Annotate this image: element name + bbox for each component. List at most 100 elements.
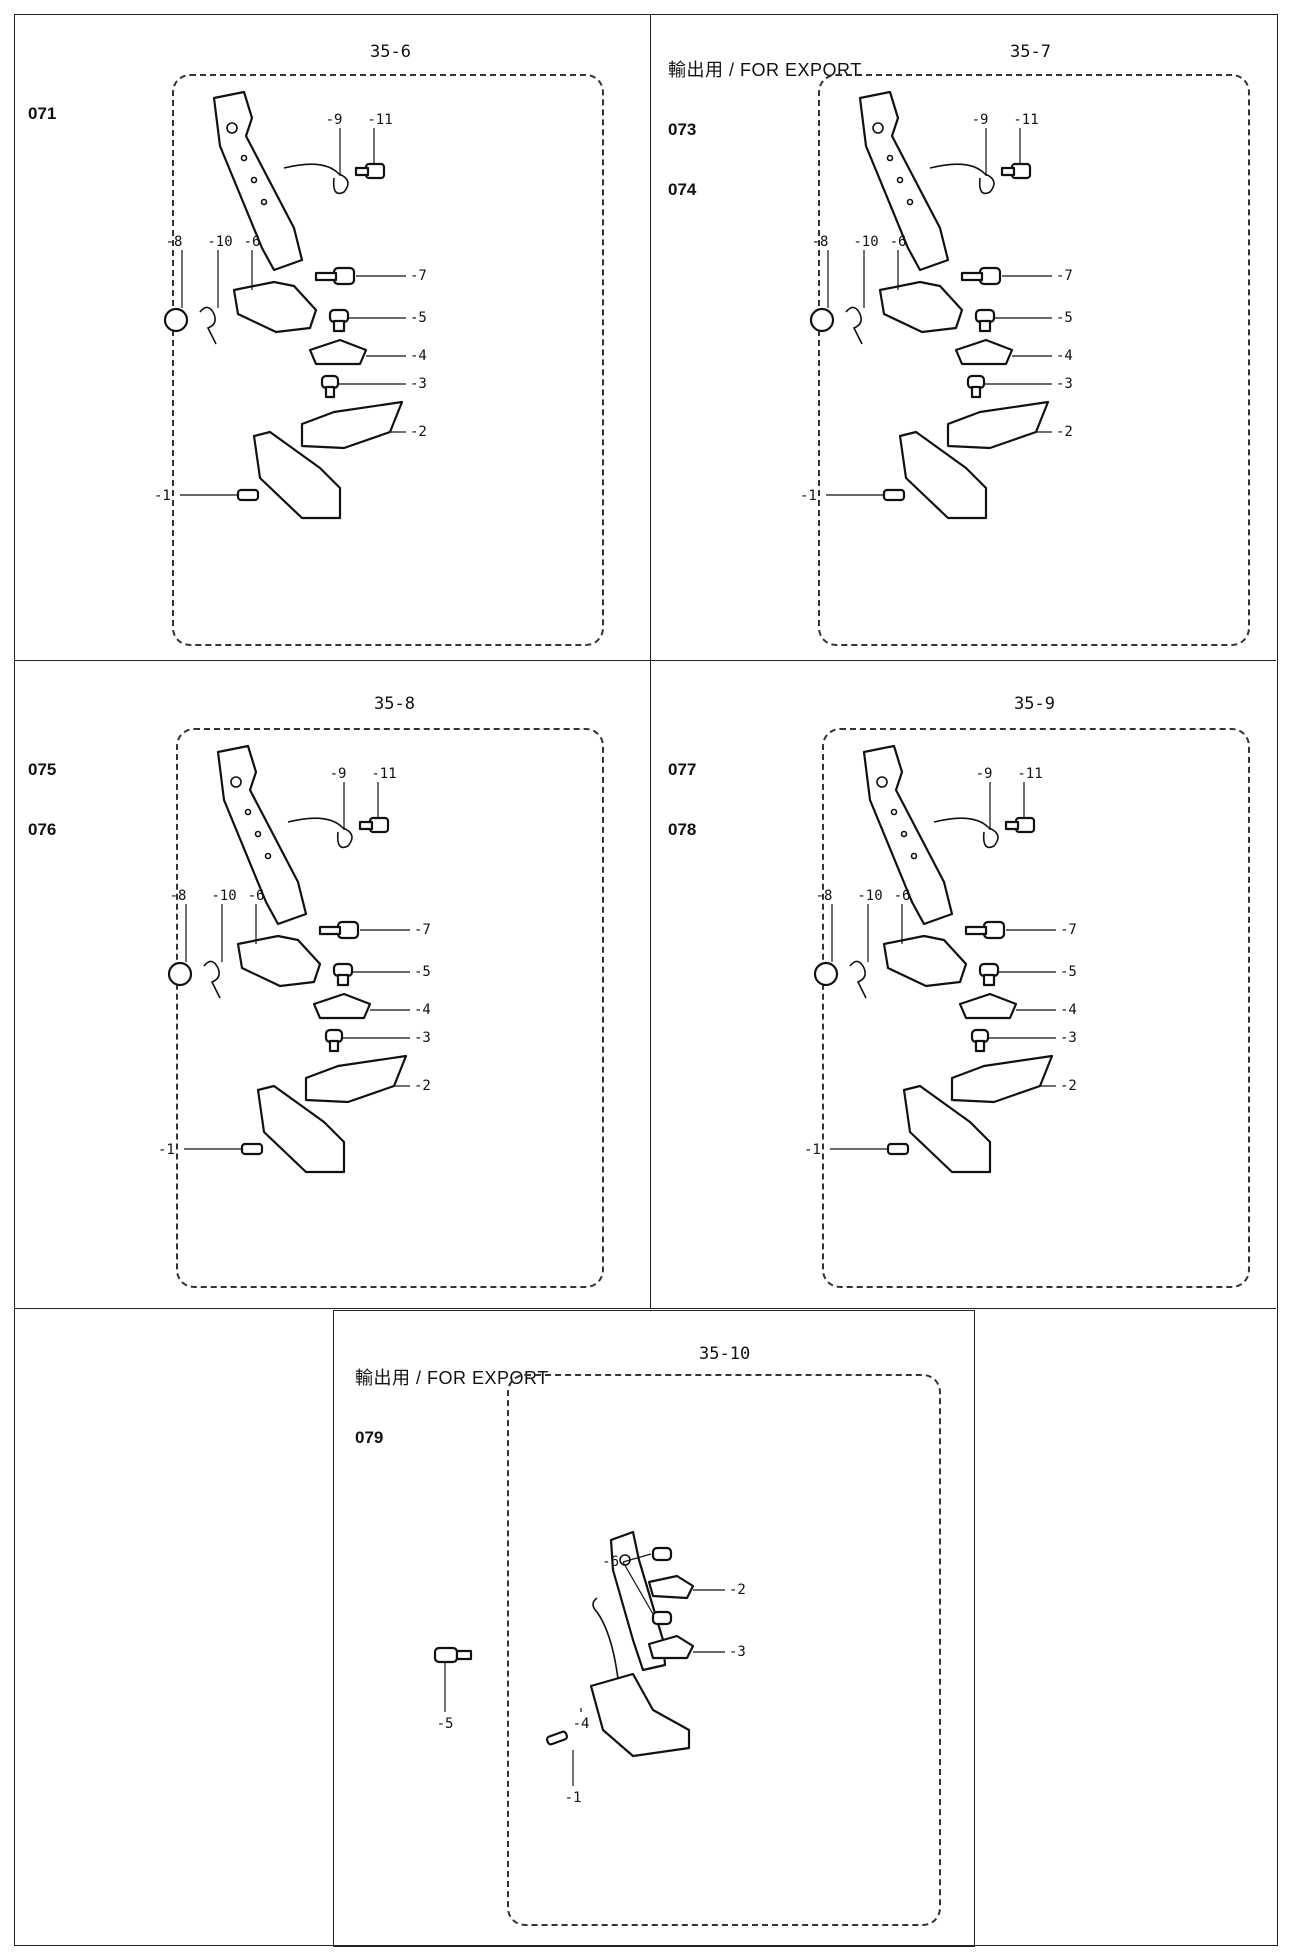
part-callout-label: -10: [211, 888, 236, 904]
screw-5-thread: [982, 973, 996, 987]
part-callout-label: -5: [414, 964, 431, 980]
assembly-group: -9-11-8-10-6-7-5-4-3-2-1: [158, 744, 431, 1174]
screw-7-thread: [318, 925, 342, 936]
part-callout-label: -11: [371, 766, 396, 782]
figure-number: 35-9: [1014, 694, 1055, 714]
blade-2: [300, 400, 404, 450]
screw-3-thread: [328, 1039, 340, 1053]
model-number: 075: [28, 760, 57, 779]
screw-3-thread: [324, 385, 336, 399]
part-callout-label: -3: [729, 1644, 746, 1660]
screw-7-thread: [960, 271, 984, 282]
model-number: 078: [668, 820, 697, 839]
model-number: 073: [668, 120, 697, 139]
part-callout-label: -7: [414, 922, 431, 938]
part-callout-label: -1: [158, 1142, 175, 1158]
leader-line: [622, 1553, 652, 1563]
plate-4: [954, 338, 1014, 366]
screw-7-thread: [314, 271, 338, 282]
part-callout-label: -6: [890, 234, 907, 250]
nut-8: [163, 307, 189, 333]
bottom-box: [333, 1310, 975, 1947]
assembly-group: -6-2-3-5-4-1: [433, 1530, 746, 1806]
part-callout-label: -4: [410, 348, 427, 364]
exploded-parts-drawing: -9-11-8-10-6-7-5-4-3-2-1: [158, 744, 431, 1174]
plate-4: [312, 992, 372, 1020]
part-callout-label: -5: [1060, 964, 1077, 980]
screw-11-thread: [1004, 820, 1020, 831]
divider-row-2: [14, 1308, 1276, 1309]
pin-1: [886, 1142, 910, 1156]
part-callout-label: -6: [894, 888, 911, 904]
arm-hole: [240, 154, 248, 162]
panel-5: 輸出用 / FOR EXPORT 079 35-10 -6-2-3-5-4-1: [333, 1310, 973, 1945]
panel-3: 075 076 35-8 -9-11-8-10-6-7-5-4-3-2-1: [14, 660, 650, 1308]
pin-1: [545, 1730, 569, 1746]
blade-2: [304, 1054, 408, 1104]
part-callout-label: -3: [1056, 376, 1073, 392]
blade-2: [950, 1054, 1054, 1104]
screw-3-thread: [974, 1039, 986, 1053]
screw-11-thread: [1000, 166, 1016, 177]
figure-number: 35-7: [1010, 42, 1051, 62]
part-callout-label: -9: [976, 766, 993, 782]
part-callout-label: -4: [1060, 1002, 1077, 1018]
spring-9: [929, 163, 995, 195]
part-callout-label: -10: [857, 888, 882, 904]
assembly-group: -9-11-8-10-6-7-5-4-3-2-1: [154, 90, 427, 520]
presser-arm: [609, 1530, 667, 1672]
screw-11-thread: [358, 820, 374, 831]
part-callout-label: -2: [410, 424, 427, 440]
spring-10: [203, 960, 221, 999]
part-callout-label: -11: [367, 112, 392, 128]
spring-10: [849, 960, 867, 999]
nut-8: [167, 961, 193, 987]
part-callout-label: -8: [816, 888, 833, 904]
exploded-parts-drawing: -9-11-8-10-6-7-5-4-3-2-1: [800, 90, 1073, 520]
part-callout-label: -6: [248, 888, 265, 904]
panel-2: 輸出用 / FOR EXPORT 073 074 35-7 -9-11-8-10…: [650, 14, 1276, 660]
part-callout-label: -4: [1056, 348, 1073, 364]
part-callout-label: -9: [330, 766, 347, 782]
figure-number: 35-10: [699, 1344, 751, 1364]
presser-arm: [212, 90, 304, 272]
figure-boundary: [176, 728, 604, 1288]
exploded-parts-drawing: -6-2-3-5-4-1: [433, 1530, 746, 1806]
arm-hole: [910, 852, 918, 860]
part-callout-label: -8: [166, 234, 183, 250]
part-callout-label: -11: [1013, 112, 1038, 128]
presser-foot: [256, 1084, 346, 1174]
spring-10: [845, 306, 863, 345]
part-callout-label: -2: [729, 1582, 746, 1598]
screw-6b: [651, 1610, 673, 1626]
presser-foot: [898, 430, 988, 520]
nut-8: [809, 307, 835, 333]
figure-number: 35-8: [374, 694, 415, 714]
arm-hole: [264, 852, 272, 860]
part-callout-label: -3: [414, 1030, 431, 1046]
figure-boundary: [172, 74, 604, 646]
model-number: 079: [355, 1428, 384, 1447]
arm-hole: [906, 198, 914, 206]
part-callout-label: -3: [410, 376, 427, 392]
screw-6a: [651, 1546, 673, 1562]
plate-2: [647, 1574, 695, 1600]
exploded-parts-drawing: -9-11-8-10-6-7-5-4-3-2-1: [154, 90, 427, 520]
arm-hole: [230, 776, 242, 788]
block-6: [882, 934, 968, 988]
page-frame: [14, 14, 1278, 1946]
panel-1-models: 071: [28, 24, 56, 164]
pin-1: [236, 488, 260, 502]
screw-5-thread: [455, 1649, 473, 1661]
arm-hole: [896, 176, 904, 184]
spring-10: [199, 306, 217, 345]
screw-5: [433, 1646, 459, 1664]
arm-hole: [890, 808, 898, 816]
spring-9: [283, 163, 349, 195]
block-6: [232, 280, 318, 334]
arm-hole: [876, 776, 888, 788]
part-callout-label: -8: [170, 888, 187, 904]
figure-boundary: [822, 728, 1250, 1288]
model-number: 071: [28, 104, 57, 123]
plate-4: [308, 338, 368, 366]
